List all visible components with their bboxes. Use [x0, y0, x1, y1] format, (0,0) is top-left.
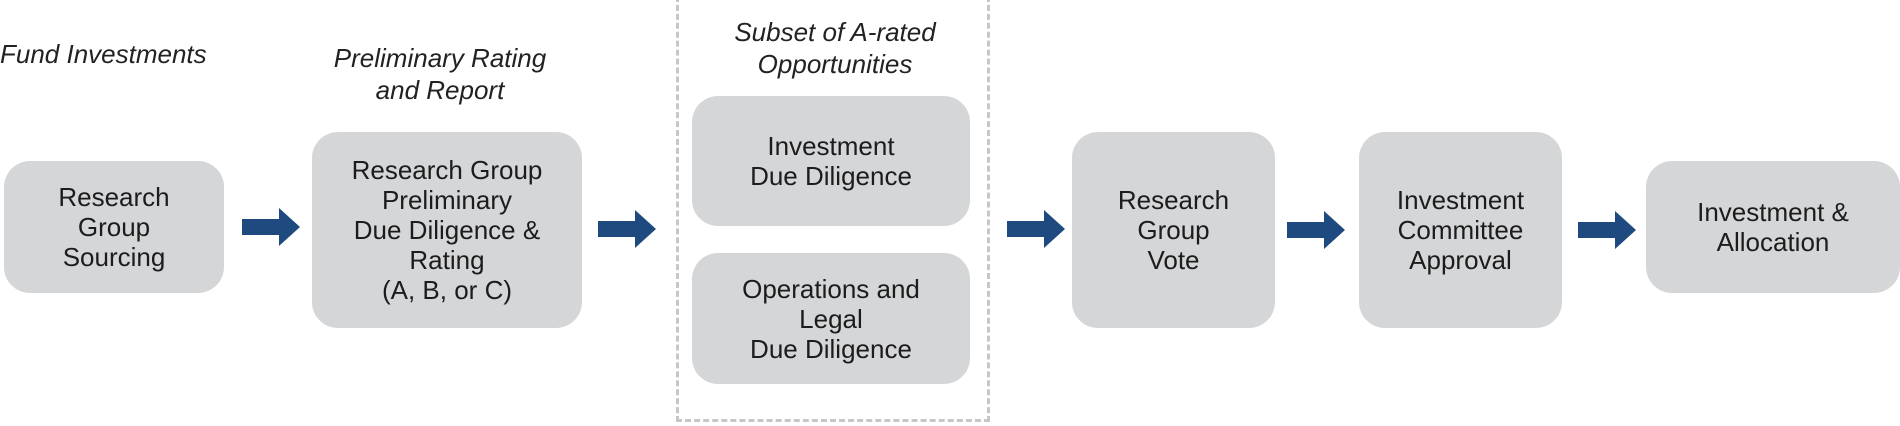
- right-arrow-icon: [242, 208, 300, 246]
- right-arrow-icon: [598, 210, 656, 248]
- step-investment-allocation: Investment & Allocation: [1646, 161, 1900, 293]
- step-research-group-vote: Research Group Vote: [1072, 132, 1275, 328]
- right-arrow-icon: [1287, 211, 1345, 249]
- right-arrow-icon: [1007, 210, 1065, 248]
- step-investment-committee-approval: Investment Committee Approval: [1359, 132, 1562, 328]
- step-investment-due-diligence: Investment Due Diligence: [692, 96, 970, 226]
- caption-preliminary-rating: Preliminary Rating and Report: [333, 43, 547, 105]
- right-arrow-icon: [1578, 211, 1636, 249]
- caption-fund-investments: Fund Investments: [0, 39, 207, 69]
- step-preliminary-due-diligence: Research Group Preliminary Due Diligence…: [312, 132, 582, 328]
- a-rated-subset-group: [676, 0, 990, 422]
- step-operations-legal-due-diligence: Operations and Legal Due Diligence: [692, 253, 970, 384]
- caption-subset-a-rated: Subset of A-rated Opportunities: [734, 17, 936, 79]
- step-research-group-sourcing: Research Group Sourcing: [4, 161, 224, 293]
